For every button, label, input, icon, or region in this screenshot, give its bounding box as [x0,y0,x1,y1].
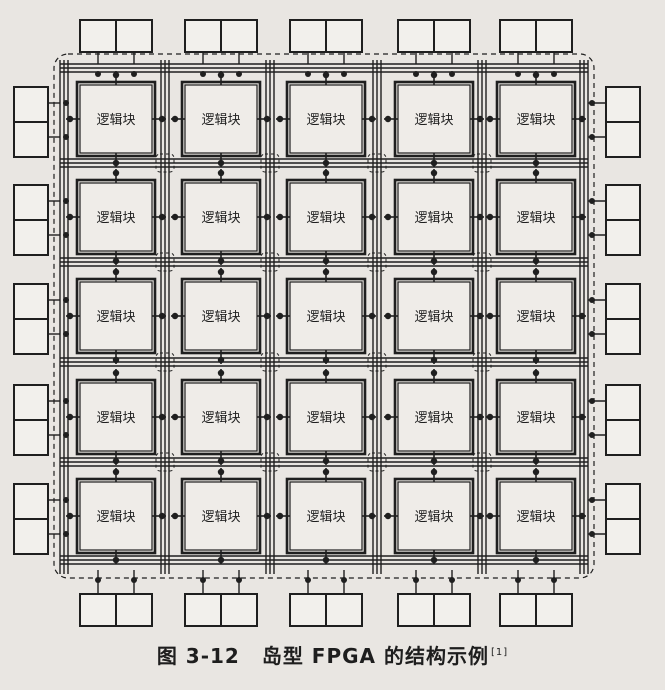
switch-box [472,452,492,472]
switch-box [260,153,280,173]
caption-number: 图 3-12 [156,644,240,668]
logic-block-label: 逻辑块 [414,510,453,525]
switch-boundaries [53,53,595,579]
fpga-island-diagram: 逻辑块逻辑块逻辑块逻辑块逻辑块逻辑块逻辑块逻辑块逻辑块逻辑块逻辑块逻辑块逻辑块逻… [13,19,641,627]
io-pad [289,19,363,53]
logic-block-label: 逻辑块 [201,310,240,325]
logic-block-label: 逻辑块 [306,211,345,226]
logic-block: 逻辑块 [393,277,475,355]
logic-block: 逻辑块 [285,80,367,158]
io-pad [13,86,49,158]
logic-block-label: 逻辑块 [306,310,345,325]
io-pad [79,593,153,627]
logic-block-label: 逻辑块 [96,510,135,525]
switch-box [155,153,175,173]
switch-box [155,452,175,472]
logic-block-label: 逻辑块 [414,310,453,325]
logic-block-label: 逻辑块 [516,510,555,525]
logic-block: 逻辑块 [495,378,577,456]
logic-block: 逻辑块 [393,80,475,158]
io-pad [605,86,641,158]
io-pad [397,593,471,627]
logic-block: 逻辑块 [180,378,262,456]
connection-points [63,71,595,583]
logic-block-label: 逻辑块 [201,510,240,525]
logic-block: 逻辑块 [285,178,367,256]
logic-block: 逻辑块 [75,178,157,256]
io-pad [13,384,49,456]
logic-block-label: 逻辑块 [201,411,240,426]
switch-box [260,352,280,372]
logic-block-label: 逻辑块 [96,310,135,325]
logic-block: 逻辑块 [75,80,157,158]
switch-box [260,452,280,472]
logic-block-grid: 逻辑块逻辑块逻辑块逻辑块逻辑块逻辑块逻辑块逻辑块逻辑块逻辑块逻辑块逻辑块逻辑块逻… [75,80,577,555]
switch-box [472,352,492,372]
switch-box [155,352,175,372]
logic-block: 逻辑块 [75,477,157,555]
logic-block-label: 逻辑块 [414,211,453,226]
io-pad [605,184,641,256]
logic-block-label: 逻辑块 [306,411,345,426]
io-pad [13,483,49,555]
figure-caption: 图 3-12 岛型 FPGA 的结构示例[1] [0,640,665,669]
logic-block-label: 逻辑块 [516,411,555,426]
switch-box [367,352,387,372]
logic-block-label: 逻辑块 [516,211,555,226]
io-pad [397,19,471,53]
logic-block: 逻辑块 [180,477,262,555]
logic-block: 逻辑块 [75,378,157,456]
logic-block-label: 逻辑块 [414,411,453,426]
switch-box [155,252,175,272]
switch-box [367,153,387,173]
logic-block: 逻辑块 [180,277,262,355]
logic-block-label: 逻辑块 [96,411,135,426]
io-pad-group [13,19,641,627]
logic-block-label: 逻辑块 [306,510,345,525]
logic-block: 逻辑块 [393,477,475,555]
logic-block-label: 逻辑块 [201,211,240,226]
logic-block: 逻辑块 [285,477,367,555]
logic-block-label: 逻辑块 [96,211,135,226]
logic-block-label: 逻辑块 [414,113,453,128]
logic-block: 逻辑块 [285,378,367,456]
logic-block: 逻辑块 [495,277,577,355]
io-pad [184,593,258,627]
logic-block: 逻辑块 [75,277,157,355]
io-pad [13,283,49,355]
logic-block-label: 逻辑块 [516,113,555,128]
logic-block: 逻辑块 [495,80,577,158]
io-pad [605,283,641,355]
switch-box [260,252,280,272]
io-pad [605,483,641,555]
logic-block-label: 逻辑块 [516,310,555,325]
io-pad [184,19,258,53]
logic-block: 逻辑块 [180,80,262,158]
io-pad [499,593,573,627]
caption-text: 岛型 FPGA 的结构示例 [261,644,489,668]
io-pad [13,184,49,256]
logic-block-label: 逻辑块 [201,113,240,128]
logic-block: 逻辑块 [495,178,577,256]
io-pad [499,19,573,53]
logic-block-label: 逻辑块 [96,113,135,128]
io-pad [79,19,153,53]
logic-block: 逻辑块 [393,378,475,456]
logic-block: 逻辑块 [495,477,577,555]
switch-box [367,252,387,272]
caption-reference: [1] [490,647,509,659]
logic-block-label: 逻辑块 [306,113,345,128]
logic-block: 逻辑块 [393,178,475,256]
switch-box [472,252,492,272]
switch-box [367,452,387,472]
switch-box [472,153,492,173]
logic-block: 逻辑块 [285,277,367,355]
logic-block: 逻辑块 [180,178,262,256]
io-pad [289,593,363,627]
io-pad [605,384,641,456]
